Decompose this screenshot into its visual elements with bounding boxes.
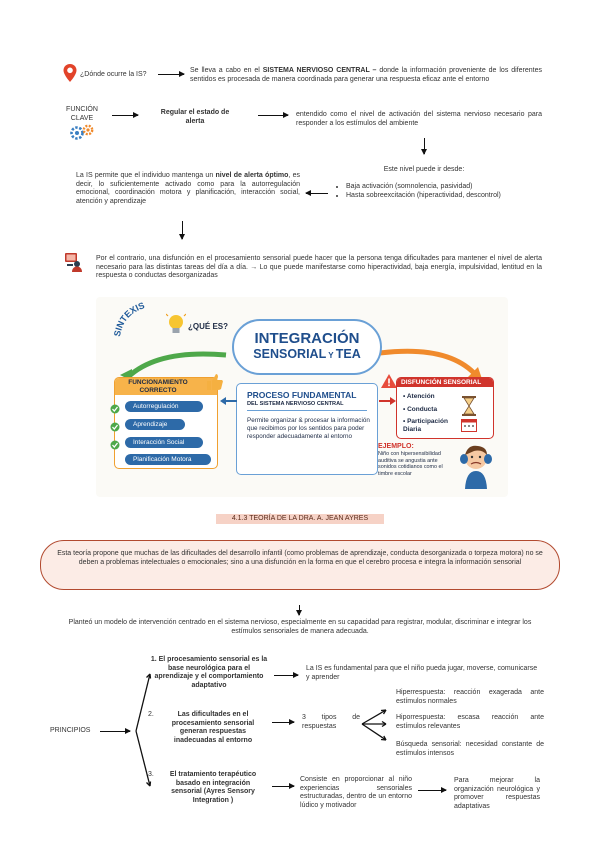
sensory-dysfunction-panel: DISFUNCIÓN SENSORIAL • Atención • Conduc…	[396, 377, 494, 439]
integration-infographic: SINTEXIS ¿QUÉ ES? INTEGRACIÓN SENSORIAL …	[96, 297, 508, 497]
principle-2: Las dificultades en el procesamiento sen…	[160, 711, 266, 745]
calendar-icon	[461, 418, 477, 432]
red-arrow-icon	[378, 393, 396, 403]
where-answer: Se lleva a cabo en el SISTEMA NERVIOSO C…	[190, 67, 542, 84]
pill-aprendizaje: Aprendizaje	[125, 419, 185, 430]
fundamental-process-panel: PROCESO FUNDAMENTAL DEL SISTEMA NERVIOSO…	[236, 383, 378, 475]
principle-1-result: La IS es fundamental para que el niño pu…	[306, 665, 542, 682]
levels-list: Baja activación (somnolencia, pasividad)…	[336, 183, 534, 200]
pill-interaccion-social: Interacción Social	[125, 437, 203, 448]
arrow-down	[182, 221, 183, 239]
arrow	[100, 731, 130, 732]
pill-autorregulacion: Autorregulación	[125, 401, 203, 412]
pill-planificacion-motora: Planificación Motora	[125, 454, 211, 465]
sintexis-label: SINTEXIS	[114, 299, 174, 339]
que-es-label: ¿QUÉ ES?	[188, 322, 228, 331]
section-title: 4.1.3 TEORÍA DE LA DRA. A. JEAN AYRES	[216, 514, 384, 524]
sintexis-text: SINTEXIS	[114, 300, 146, 337]
principle-1: 1. El procesamiento sensorial es la base…	[150, 656, 268, 690]
response-type-hiper: Hiperrespuesta: reacción exagerada ante …	[396, 689, 544, 706]
example-title: EJEMPLO:	[378, 443, 454, 450]
levels-intro: Este nivel puede ir desde:	[356, 166, 492, 175]
hourglass-icon	[461, 396, 477, 416]
sensory-dysfunction-header: DISFUNCIÓN SENSORIAL	[397, 378, 493, 387]
principles-label: PRINCIPIOS	[50, 727, 90, 736]
correct-functioning-header: FUNCIONAMIENTO CORRECTO	[115, 378, 217, 395]
arrow-down	[299, 605, 300, 615]
principle-2-num: 2.	[148, 711, 154, 720]
check-icon	[110, 437, 120, 447]
thumbs-up-icon	[206, 373, 224, 391]
fundamental-process-subtitle: DEL SISTEMA NERVIOSO CENTRAL	[247, 401, 344, 407]
model-text: Planteó un modelo de intervención centra…	[56, 619, 544, 636]
principle-3-num: 3.	[148, 771, 154, 780]
check-icon	[110, 419, 120, 429]
response-type-hipo: Hiporrespuesta: escasa reacción ante est…	[396, 714, 544, 731]
principle-3-final: Para mejorar la organización neurológica…	[454, 777, 540, 811]
arrow	[272, 786, 294, 787]
correct-functioning-panel: FUNCIONAMIENTO CORRECTO Autorregulación …	[114, 377, 218, 469]
principle-3: El tratamiento terapéutico basado en int…	[160, 771, 266, 805]
where-question: ¿Dónde ocurre la IS?	[80, 71, 147, 80]
dysfunction-item-participacion: • Participación Diaria	[403, 418, 457, 433]
response-type-busqueda: Búsqueda sensorial: necesidad constante …	[396, 741, 544, 758]
check-icon	[110, 401, 120, 411]
blue-arrow-icon	[220, 393, 238, 403]
theory-box: Esta teoría propone que muchas de las di…	[40, 540, 560, 590]
response-branch-lines	[360, 696, 390, 752]
arrow	[274, 675, 298, 676]
dysfunction-item-atencion: • Atención	[403, 393, 435, 400]
dysfunction-text: Por el contrario, una disfunción en el p…	[96, 255, 542, 281]
lightbulb-icon	[166, 313, 186, 337]
key-function-title: Regular el estado de alerta	[152, 109, 238, 126]
level-item: Hasta sobreexcitación (hiperactividad, d…	[346, 192, 534, 201]
arrow-down	[424, 138, 425, 154]
principle-3-result: Consiste en proporcionar al niño experie…	[300, 776, 412, 810]
arrow-left	[306, 193, 328, 194]
location-pin-icon	[62, 63, 78, 83]
example-text: Niño con hipersensibilidad auditiva se a…	[378, 451, 454, 477]
arrow	[112, 115, 138, 116]
computer-user-icon	[64, 252, 82, 272]
arrow	[272, 722, 294, 723]
dysfunction-item-conducta: • Conducta	[403, 406, 437, 413]
arrow	[158, 74, 184, 75]
child-covering-ears-icon	[456, 441, 496, 489]
gears-icon	[68, 124, 98, 140]
example-panel: EJEMPLO: Niño con hipersensibilidad audi…	[378, 443, 454, 493]
key-function-definition: entendido como el nivel de activación de…	[296, 111, 542, 128]
principle-2-result: 3 tipos de respuestas	[302, 714, 360, 731]
optimal-text: La IS permite que el individuo mantenga …	[76, 172, 300, 206]
infographic-title: INTEGRACIÓN SENSORIAL Y TEA	[232, 319, 382, 375]
arrow	[418, 790, 446, 791]
fundamental-process-title: PROCESO FUNDAMENTAL	[247, 390, 356, 400]
level-item: Baja activación (somnolencia, pasividad)	[346, 183, 534, 192]
svg-text:SINTEXIS: SINTEXIS	[114, 300, 146, 337]
fundamental-process-text: Permite organizar & procesar la informac…	[247, 417, 371, 441]
arrow	[258, 115, 288, 116]
